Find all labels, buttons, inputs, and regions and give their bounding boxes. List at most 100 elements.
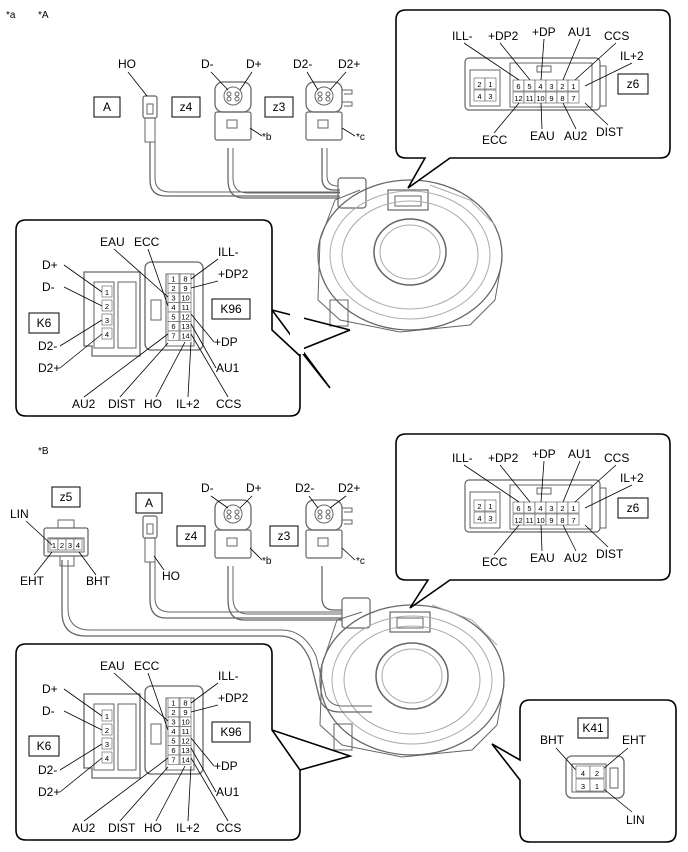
z6-label-ccs: CCS bbox=[604, 29, 629, 43]
k6-k96-callout-b: K6 K96 bbox=[15, 643, 353, 841]
z6-pin-11: 11 bbox=[526, 94, 534, 103]
k6-pin-4-cell bbox=[101, 751, 113, 764]
d2-plus-label-a: D2+ bbox=[338, 57, 360, 71]
k41-lin-label: LIN bbox=[626, 813, 645, 827]
note-c-a: *c bbox=[356, 132, 365, 143]
k6-pin-1-cell bbox=[101, 285, 113, 298]
z6-pin-1: 1 bbox=[571, 82, 575, 91]
k96-pin-6: 6 bbox=[171, 746, 175, 755]
ho-label-a: HO bbox=[118, 57, 136, 71]
z6-pin-4: 4 bbox=[538, 82, 542, 91]
z6-pin-1-cell bbox=[567, 79, 580, 92]
k96-pin-14-cell bbox=[179, 754, 192, 765]
k96-leader-bottom-1 bbox=[119, 342, 169, 398]
k6-pin-2-cell bbox=[101, 723, 113, 736]
k96-leader-right-0 bbox=[190, 737, 215, 767]
k96-label-ill-minus: ILL- bbox=[218, 245, 239, 259]
z6-left-pin-3: 3 bbox=[488, 514, 492, 523]
z5-box-b bbox=[51, 486, 81, 508]
z6-pin-2: 2 bbox=[560, 82, 564, 91]
k96-pin-13: 13 bbox=[181, 746, 189, 755]
k96-pin-7: 7 bbox=[171, 332, 175, 341]
z6-leader-plus-dp2 bbox=[499, 464, 531, 503]
k96-pin-5: 5 bbox=[171, 737, 175, 746]
connector-a-box-b bbox=[135, 492, 163, 514]
z3-box-a bbox=[264, 96, 294, 118]
k6-pin-3-cell bbox=[101, 737, 113, 750]
k6-leader-0 bbox=[63, 264, 103, 293]
k96-pin-1: 1 bbox=[171, 275, 175, 284]
z3-connector-a bbox=[305, 81, 353, 141]
z6-pin-12: 12 bbox=[514, 516, 522, 525]
z6-leader-plus-dp2 bbox=[499, 42, 531, 81]
k96-label-au1: AU1 bbox=[216, 361, 240, 375]
d-minus-label-a: D- bbox=[201, 57, 214, 71]
k96-leader-bottom-0 bbox=[83, 333, 169, 398]
k96-label-ccs: CCS bbox=[216, 397, 241, 411]
k6-pin-1: 1 bbox=[105, 288, 109, 297]
k96-leader-bottom-3 bbox=[187, 341, 192, 398]
k6-code-a: K6 bbox=[37, 316, 52, 330]
k96-pin-4: 4 bbox=[171, 303, 175, 312]
z6-label-plus-dp2: +DP2 bbox=[488, 29, 519, 43]
k96-leader-bottom-4 bbox=[190, 333, 229, 398]
z6-label-plus-dp: +DP bbox=[532, 25, 556, 39]
k96-label-dist: DIST bbox=[108, 821, 136, 835]
k6-pin-4-cell bbox=[101, 327, 113, 340]
eht-label-b: EHT bbox=[20, 574, 45, 588]
lin-label-b: LIN bbox=[10, 507, 29, 521]
z6-pin-6: 6 bbox=[516, 504, 520, 513]
k6-label-d2-plus: D2+ bbox=[38, 785, 60, 799]
z6-leader-eau bbox=[540, 102, 543, 130]
k96-leader-top-2 bbox=[190, 682, 219, 704]
k96-label-il-plus2: IL+2 bbox=[176, 397, 200, 411]
k6-leader-1 bbox=[63, 710, 103, 731]
k96-label-ecc: ECC bbox=[134, 659, 160, 673]
k96-label-plus-dp2: +DP2 bbox=[218, 267, 249, 281]
k6-pin-4: 4 bbox=[105, 754, 109, 763]
z6-pin-7: 7 bbox=[571, 94, 575, 103]
z6-leader-dist bbox=[584, 102, 609, 126]
k96-label-il-plus2: IL+2 bbox=[176, 821, 200, 835]
k41-pin-1-cell bbox=[589, 778, 605, 792]
z6-left-pin-1: 1 bbox=[488, 80, 492, 89]
z6-leader-au1 bbox=[562, 460, 581, 503]
spiral-cable-a bbox=[317, 177, 503, 333]
z6-leader-au2 bbox=[562, 102, 577, 130]
z6-label-ecc: ECC bbox=[482, 555, 508, 569]
z6-pin-7: 7 bbox=[571, 516, 575, 525]
k6-leader-1 bbox=[63, 286, 103, 307]
z6-label-plus-dp: +DP bbox=[532, 447, 556, 461]
z6-leader-plus-dp bbox=[540, 38, 545, 81]
z6-left-pin-4: 4 bbox=[477, 92, 481, 101]
z6-label-au2: AU2 bbox=[564, 551, 588, 565]
k6-pin-3-cell bbox=[101, 313, 113, 326]
k96-code-b: K96 bbox=[220, 725, 242, 739]
k96-pin-2: 2 bbox=[171, 284, 175, 293]
z6-label-ccs: CCS bbox=[604, 451, 629, 465]
k96-code-a: K96 bbox=[220, 302, 242, 316]
ho-label-b: HO bbox=[162, 569, 180, 583]
k6-label-d-plus: D+ bbox=[42, 682, 58, 696]
k96-leader-right-1 bbox=[190, 323, 217, 369]
k96-pin-9: 9 bbox=[183, 708, 187, 717]
z6-label-il-plus2: IL+2 bbox=[620, 471, 644, 485]
k6-label-d2-plus: D2+ bbox=[38, 361, 60, 375]
z5-pin-4-cell bbox=[73, 538, 83, 551]
k96-pin-9: 9 bbox=[183, 284, 187, 293]
k6-pin-3: 3 bbox=[105, 316, 109, 325]
k96-leader-bottom-1 bbox=[119, 766, 169, 822]
k96-pin-11: 11 bbox=[182, 727, 190, 736]
z6-pin-10: 10 bbox=[536, 516, 544, 525]
z6-label-dist: DIST bbox=[596, 125, 624, 139]
k96-label-ill-minus: ILL- bbox=[218, 669, 239, 683]
z3-code-b: z3 bbox=[278, 529, 291, 543]
d2-minus-label-a: D2- bbox=[293, 57, 312, 71]
k96-label-ecc: ECC bbox=[134, 235, 160, 249]
note-c-b: *c bbox=[356, 556, 365, 567]
k96-leader-right-1 bbox=[190, 747, 217, 793]
z6-pin-9: 9 bbox=[549, 94, 553, 103]
spiral-cable-b bbox=[319, 597, 505, 758]
k6-leader-0 bbox=[63, 688, 103, 717]
k6-pin-4: 4 bbox=[105, 330, 109, 339]
